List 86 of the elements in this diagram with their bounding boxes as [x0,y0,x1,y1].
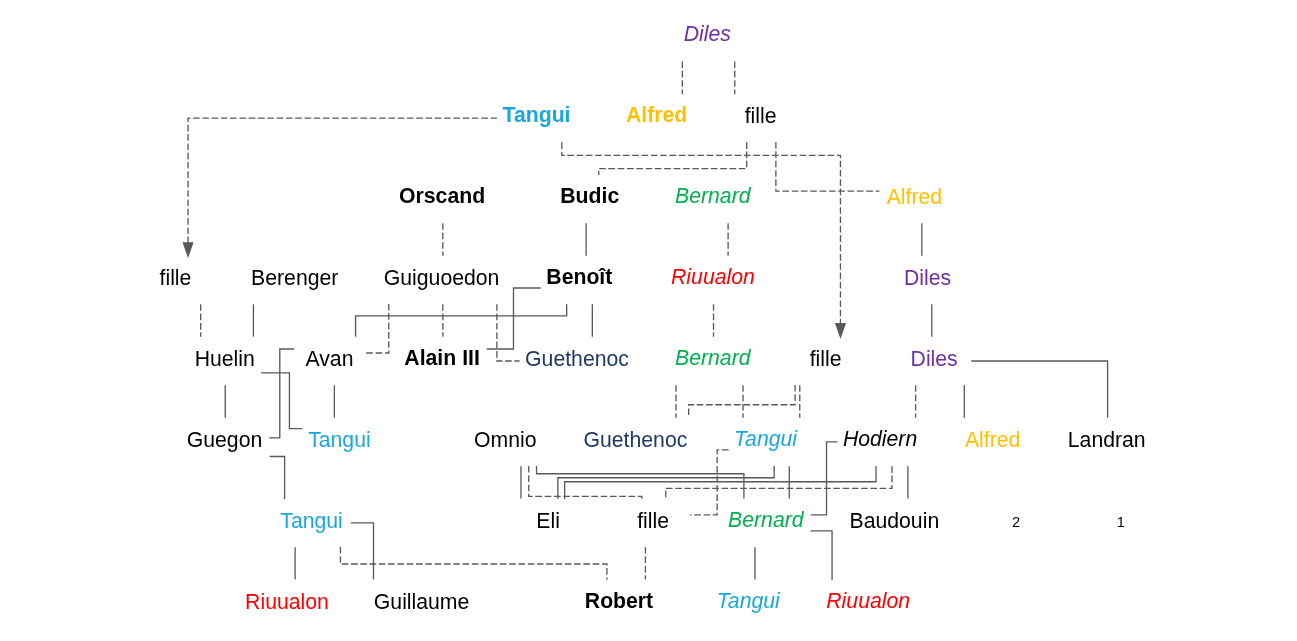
connector [200,303,202,338]
connector [931,303,933,338]
node-text: Guegon [186,427,263,451]
node-text: Alfred [964,427,1021,451]
node-text: Huelin [194,347,255,371]
node-text: Guethenoc [583,427,688,451]
node-text: Alfred [625,102,688,126]
node-text: Diles [903,266,952,290]
connector [268,455,286,500]
node-text: fille [809,347,842,371]
connector [535,465,745,500]
node-text: Guillaume [373,589,470,613]
node-text: Tangui [308,427,371,451]
node-text: Riuualon [245,589,329,613]
node-text: Bernard [728,507,804,531]
connector [775,141,880,192]
node-text: Tangui [502,102,571,126]
connector [734,60,736,95]
connector [644,546,647,581]
node-text: fille [159,266,192,290]
connector [520,465,522,500]
connector [294,546,296,581]
node-text: Alain III [404,345,480,369]
node-text: Bernard [675,345,751,369]
connector [350,522,375,581]
node-text: Alfred [886,185,943,209]
connector [365,303,390,354]
node-text: fille [744,104,777,128]
connector [799,384,801,419]
node-text: Landran [1067,427,1146,451]
node-text: Omnio [474,427,537,451]
connector [809,530,833,581]
node-text: Orscand [399,183,486,207]
node-text: Riuualon [671,264,755,288]
node-text: Tangui [734,426,798,450]
connector [914,384,917,419]
node-text: Baudouin [849,508,940,532]
node-text: Benoît [546,264,613,288]
connector [687,384,796,419]
label: 1 [1116,513,1125,530]
connector [742,384,744,419]
label: 2 [1011,513,1021,530]
connector [681,60,683,95]
node-text: Avan [305,347,354,371]
node-text: Berenger [251,266,339,290]
connector [442,303,444,338]
connector [224,384,226,419]
connector [563,465,877,500]
connector [963,384,965,419]
connector [591,303,593,338]
connector [970,360,1109,419]
connector [921,222,923,257]
connector [585,222,587,257]
connector [675,384,677,419]
node-text: Bernard [675,183,751,207]
connector [907,465,909,500]
connector [712,303,715,338]
node-text: Eli [536,508,560,532]
node-text: Guethenoc [525,347,629,371]
node-text: Tangui [716,588,780,612]
connector [665,465,893,500]
connector [788,465,790,500]
node-text: Riuualon [826,588,911,612]
connector [260,372,303,430]
connector [557,465,775,500]
connector [333,384,336,419]
connector [754,546,756,581]
arrow [182,117,498,259]
connector [354,303,568,338]
node-text: fille [637,508,670,532]
connector [268,348,295,439]
node-text: Budic [560,183,620,207]
node-text: Diles [683,21,731,45]
connector [727,222,729,257]
connector [528,465,643,500]
node-text: Tangui [280,508,343,532]
node-text: Hodiern [842,426,918,450]
node-text: Guiguoedon [383,266,500,290]
connector [252,303,255,338]
connector [486,287,542,350]
node-text: Robert [584,588,654,612]
node-text: Diles [910,347,958,371]
connector [442,222,444,257]
connector [496,303,521,362]
connector [689,449,730,516]
connector [598,141,748,176]
